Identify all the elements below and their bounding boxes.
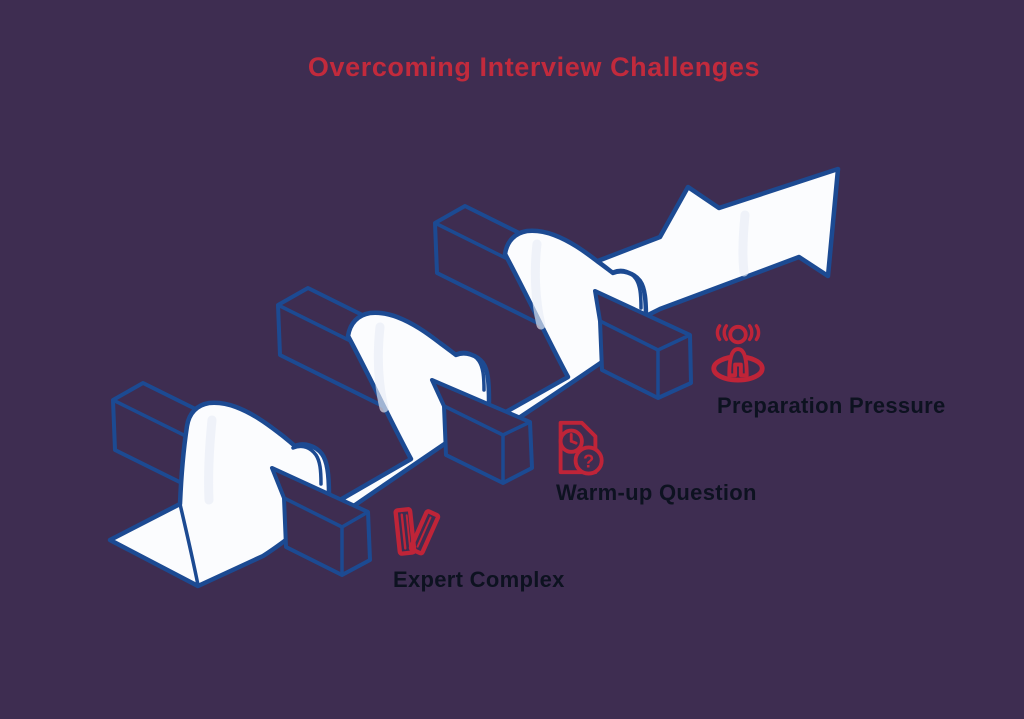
question-badge: ? bbox=[573, 445, 604, 476]
person-under-pressure-icon bbox=[711, 324, 765, 383]
books-icon bbox=[393, 507, 441, 556]
steam-left bbox=[715, 324, 729, 342]
book-left bbox=[393, 507, 417, 556]
person-head bbox=[728, 324, 748, 345]
hurdle-bar-2-right bbox=[430, 378, 534, 485]
item-label-warm-up-question: Warm-up Question bbox=[556, 480, 757, 505]
steam-right bbox=[747, 324, 761, 342]
book-right bbox=[408, 509, 441, 556]
item-label-expert-complex: Expert Complex bbox=[393, 567, 565, 592]
document-clock-question-icon: ? bbox=[558, 420, 604, 476]
item-label-preparation-pressure: Preparation Pressure bbox=[717, 393, 946, 418]
question-glyph: ? bbox=[583, 450, 594, 471]
hurdle-bar-1-right bbox=[270, 466, 372, 577]
person-body bbox=[727, 347, 749, 378]
hurdle-bar-3-right bbox=[593, 289, 693, 400]
clock-badge bbox=[558, 428, 584, 454]
page-title: Overcoming Interview Challenges bbox=[307, 52, 761, 82]
